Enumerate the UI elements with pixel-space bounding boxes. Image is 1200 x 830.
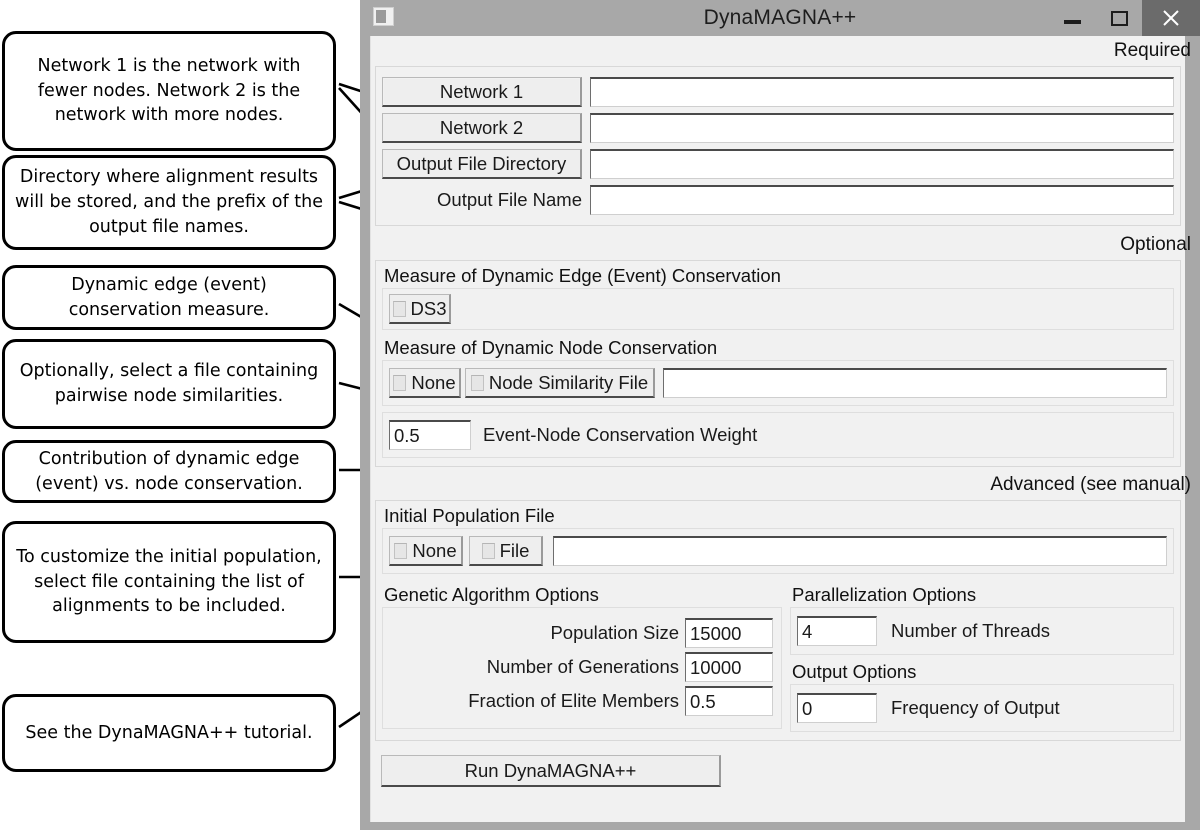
network1-button[interactable]: Network 1 — [382, 77, 582, 107]
initial-population-panel: None File — [382, 528, 1174, 574]
callout-weight: Contribution of dynamic edge (event) vs.… — [2, 440, 336, 503]
output-name-input[interactable] — [590, 185, 1174, 215]
output-options-panel: 0 Frequency of Output — [790, 684, 1174, 732]
number-of-threads-label: Number of Threads — [891, 620, 1051, 641]
annotation-column: Network 1 is the network with fewer node… — [0, 0, 360, 830]
app-window-icon — [373, 7, 394, 26]
threads-row: 4 Number of Threads — [797, 616, 1167, 646]
generations-row: Number of Generations 10000 — [391, 652, 773, 682]
number-of-threads-input[interactable]: 4 — [797, 616, 877, 646]
ds3-checkbox[interactable] — [392, 300, 406, 317]
optional-caption: Optional — [1120, 234, 1191, 255]
callout-dynamic-edge: Dynamic edge (event) conservation measur… — [2, 265, 336, 330]
callout-weight-text: Contribution of dynamic edge (event) vs.… — [35, 448, 303, 494]
population-size-input[interactable]: 15000 — [685, 618, 773, 648]
required-caption: Required — [1113, 40, 1191, 61]
population-none-toggle-button[interactable]: None — [389, 536, 463, 566]
genetic-algorithm-panel: Population Size 15000 Number of Generati… — [382, 607, 782, 729]
callout-node-similarity-text: Optionally, select a file containing pai… — [19, 361, 319, 406]
minimize-icon — [1064, 20, 1081, 24]
maximize-button[interactable] — [1097, 0, 1142, 36]
output-directory-input[interactable] — [590, 149, 1174, 179]
parallelization-panel: 4 Number of Threads — [790, 607, 1174, 655]
node-none-label: None — [411, 371, 456, 393]
node-similarity-file-input[interactable] — [663, 368, 1167, 398]
population-file-checkbox[interactable] — [481, 542, 495, 559]
parallelization-group-label: Parallelization Options — [792, 584, 977, 605]
callout-tutorial-text: See the DynaMAGNA++ tutorial. — [25, 722, 313, 743]
callout-networks: Network 1 is the network with fewer node… — [2, 31, 336, 151]
required-group: Network 1 Network 2 Output File Director… — [375, 66, 1181, 226]
node-similarity-file-checkbox[interactable] — [470, 374, 484, 391]
close-icon — [1163, 10, 1179, 26]
edge-conservation-panel: DS3 — [382, 288, 1174, 330]
callout-initial-population-text: To customize the initial population, sel… — [16, 546, 322, 617]
title-bar: DynaMAGNA++ — [360, 0, 1200, 36]
callout-output-directory-text: Directory where alignment results will b… — [15, 167, 323, 237]
population-size-row: Population Size 15000 — [391, 618, 773, 648]
advanced-caption: Advanced (see manual) — [990, 474, 1191, 495]
callout-initial-population: To customize the initial population, sel… — [2, 521, 336, 643]
client-area: Required Network 1 Network 2 Output File… — [370, 36, 1191, 822]
callout-networks-text: Network 1 is the network with fewer node… — [37, 55, 301, 126]
close-button[interactable] — [1142, 0, 1200, 36]
optional-group: Measure of Dynamic Edge (Event) Conserva… — [375, 260, 1181, 467]
network2-button[interactable]: Network 2 — [382, 113, 582, 143]
conservation-weight-label: Event-Node Conservation Weight — [483, 424, 758, 445]
frequency-row: 0 Frequency of Output — [797, 693, 1167, 723]
parallelization-column: Parallelization Options 4 Number of Thre… — [790, 582, 1174, 732]
weight-panel: 0.5 Event-Node Conservation Weight — [382, 412, 1174, 458]
ds3-toggle-button[interactable]: DS3 — [389, 294, 451, 324]
output-file-directory-button[interactable]: Output File Directory — [382, 149, 582, 179]
initial-population-row: None File — [389, 536, 1167, 566]
output-options-group-label: Output Options — [792, 661, 917, 682]
window-title: DynaMAGNA++ — [703, 6, 857, 29]
number-of-generations-input[interactable]: 10000 — [685, 652, 773, 682]
fraction-elite-members-label: Fraction of Elite Members — [468, 690, 679, 711]
initial-population-input[interactable] — [553, 536, 1167, 566]
minimize-button[interactable] — [1050, 0, 1095, 36]
run-bar: Run DynaMAGNA++ — [375, 749, 1181, 787]
output-file-name-label: Output File Name — [437, 189, 582, 210]
node-conservation-panel: None Node Similarity File — [382, 360, 1174, 406]
population-file-toggle-button[interactable]: File — [469, 536, 543, 566]
frequency-of-output-input[interactable]: 0 — [797, 693, 877, 723]
callout-node-similarity: Optionally, select a file containing pai… — [2, 339, 336, 429]
network1-input[interactable] — [590, 77, 1174, 107]
initial-population-group-label: Initial Population File — [384, 505, 555, 526]
maximize-icon — [1111, 10, 1128, 26]
run-button[interactable]: Run DynaMAGNA++ — [381, 755, 721, 787]
node-none-checkbox[interactable] — [393, 374, 407, 391]
network1-row: Network 1 — [382, 77, 1174, 107]
node-similarity-file-label: Node Similarity File — [488, 371, 649, 393]
population-none-label: None — [412, 539, 457, 561]
frequency-of-output-label: Frequency of Output — [891, 697, 1060, 718]
population-size-label: Population Size — [550, 622, 679, 643]
node-conservation-row: None Node Similarity File — [389, 368, 1167, 398]
output-directory-row: Output File Directory — [382, 149, 1174, 179]
ds3-label: DS3 — [410, 297, 447, 319]
number-of-generations-label: Number of Generations — [486, 656, 679, 677]
callout-tutorial: See the DynaMAGNA++ tutorial. — [2, 694, 336, 772]
output-name-row: Output File Name — [382, 185, 1174, 215]
advanced-group: Initial Population File None File — [375, 500, 1181, 741]
genetic-algorithm-column: Genetic Algorithm Options Population Siz… — [382, 582, 782, 732]
fraction-elite-members-input[interactable]: 0.5 — [685, 686, 773, 716]
population-file-label: File — [499, 539, 530, 561]
node-similarity-file-toggle-button[interactable]: Node Similarity File — [465, 368, 655, 398]
callout-dynamic-edge-text: Dynamic edge (event) conservation measur… — [68, 274, 270, 320]
edge-conservation-group-label: Measure of Dynamic Edge (Event) Conserva… — [384, 265, 781, 286]
population-none-checkbox[interactable] — [394, 542, 408, 559]
weight-row: 0.5 Event-Node Conservation Weight — [389, 420, 1167, 450]
advanced-columns: Genetic Algorithm Options Population Siz… — [382, 582, 1174, 732]
network2-row: Network 2 — [382, 113, 1174, 143]
genetic-algorithm-group-label: Genetic Algorithm Options — [384, 584, 599, 605]
node-none-toggle-button[interactable]: None — [389, 368, 461, 398]
elite-members-row: Fraction of Elite Members 0.5 — [391, 686, 773, 716]
network2-input[interactable] — [590, 113, 1174, 143]
node-conservation-group-label: Measure of Dynamic Node Conservation — [384, 337, 718, 358]
callout-output-directory: Directory where alignment results will b… — [2, 155, 336, 250]
conservation-weight-input[interactable]: 0.5 — [389, 420, 471, 450]
dynamagna-window: DynaMAGNA++ Required Network 1 Network 2 — [360, 0, 1200, 830]
